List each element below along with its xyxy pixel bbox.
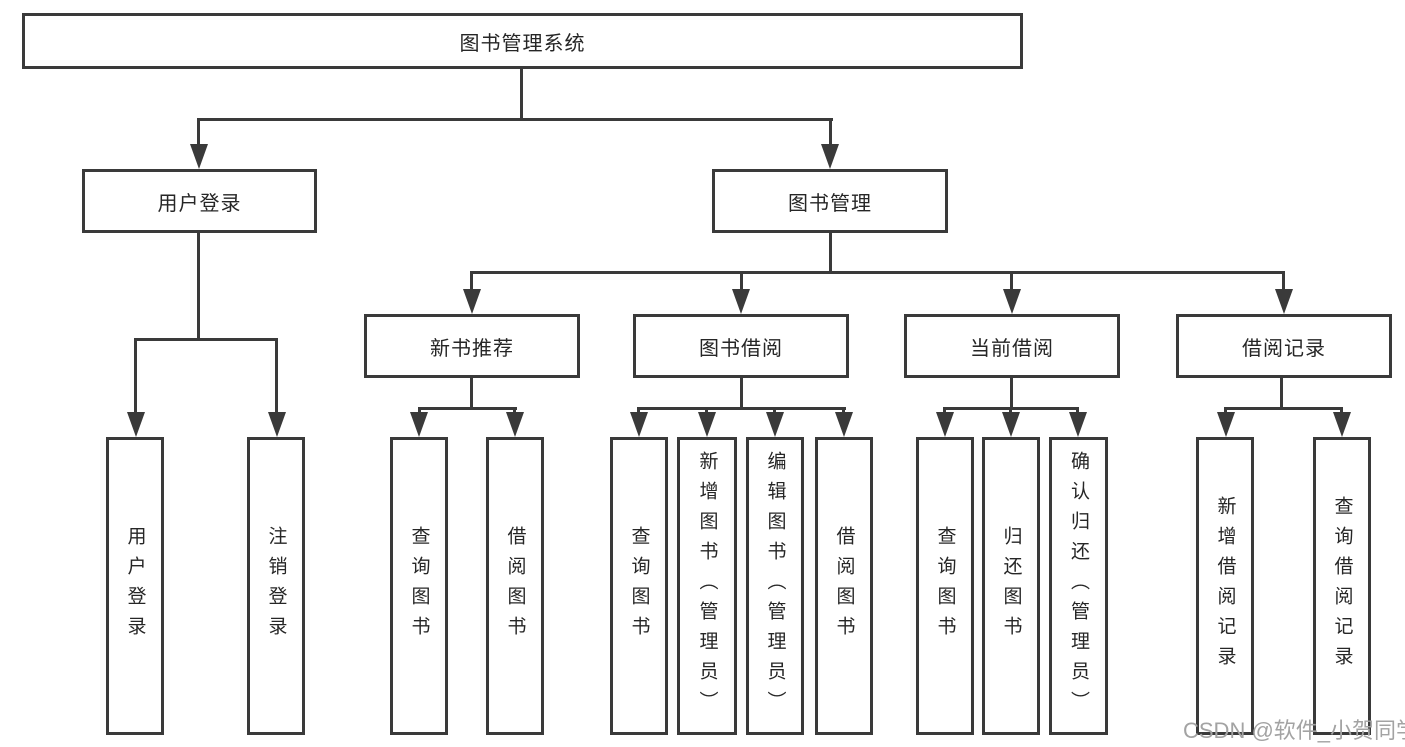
leaf-borrow-add: 新增图书（管理员） (677, 437, 737, 735)
arrow-newbook-leaf2-icon (506, 412, 524, 437)
connector-newbook-horizontal (418, 407, 517, 410)
leaf-logout-label: 注销登录 (265, 526, 287, 646)
node-new-book-rec: 新书推荐 (364, 314, 580, 378)
leaf-current-return-label: 归还图书 (1000, 526, 1022, 646)
arrow-newbook-leaf1-icon (410, 412, 428, 437)
leaf-borrow-borrow: 借阅图书 (815, 437, 873, 735)
node-new-book-rec-label: 新书推荐 (430, 337, 514, 360)
leaf-current-confirm: 确认归还（管理员） (1049, 437, 1108, 735)
node-current-borrow: 当前借阅 (904, 314, 1120, 378)
arrow-records-leaf1-icon (1217, 412, 1235, 437)
connector-userlogin-child2-stub (275, 338, 278, 416)
node-current-borrow-label: 当前借阅 (970, 337, 1054, 360)
arrow-to-borrow-icon (732, 289, 750, 314)
connector-current-stub (1010, 271, 1013, 293)
arrow-to-leaf-logout-icon (268, 412, 286, 437)
leaf-current-confirm-label: 确认归还（管理员） (1068, 451, 1089, 721)
leaf-borrow-borrow-label: 借阅图书 (833, 526, 855, 646)
leaf-logout: 注销登录 (247, 437, 305, 735)
arrow-borrow-leaf3-icon (766, 412, 784, 437)
watermark: CSDN @软件_小贺同学 (1183, 718, 1405, 743)
connector-bookmgmt-down (829, 233, 832, 274)
arrow-current-leaf2-icon (1002, 412, 1020, 437)
connector-newbook-down (470, 378, 473, 409)
connector-userlogin-stub (197, 118, 200, 148)
connector-borrow-stub (740, 271, 743, 293)
arrow-borrow-leaf1-icon (630, 412, 648, 437)
connector-bookmgmt-stub (829, 118, 832, 148)
leaf-borrow-edit: 编辑图书（管理员） (746, 437, 804, 735)
leaf-borrow-query-label: 查询图书 (628, 526, 650, 646)
arrow-current-leaf3-icon (1069, 412, 1087, 437)
node-book-borrow-label: 图书借阅 (699, 337, 783, 360)
leaf-user-login: 用户登录 (106, 437, 164, 735)
connector-newbook-stub (470, 271, 473, 293)
leaf-current-query-label: 查询图书 (934, 526, 956, 646)
connector-records-horizontal (1224, 407, 1343, 410)
node-book-mgmt: 图书管理 (712, 169, 948, 233)
leaf-newbook-query-label: 查询图书 (408, 526, 430, 646)
leaf-user-login-label: 用户登录 (124, 526, 146, 646)
leaf-records-add-label: 新增借阅记录 (1214, 496, 1236, 676)
connector-current-down (1010, 378, 1013, 409)
leaf-newbook-borrow-label: 借阅图书 (504, 526, 526, 646)
leaf-borrow-edit-label: 编辑图书（管理员） (764, 451, 786, 721)
node-book-mgmt-label: 图书管理 (788, 192, 872, 215)
node-borrow-records: 借阅记录 (1176, 314, 1392, 378)
connector-userlogin-horizontal (134, 338, 278, 341)
leaf-records-add: 新增借阅记录 (1196, 437, 1254, 735)
arrow-to-bookmgmt-icon (821, 144, 839, 169)
node-borrow-records-label: 借阅记录 (1242, 337, 1326, 360)
node-root-label: 图书管理系统 (459, 32, 586, 55)
connector-userlogin-down (197, 233, 200, 341)
arrow-to-newbook-icon (463, 289, 481, 314)
leaf-records-query: 查询借阅记录 (1313, 437, 1371, 735)
node-user-login-label: 用户登录 (157, 192, 242, 215)
arrow-to-userlogin-icon (190, 144, 208, 169)
leaf-current-query: 查询图书 (916, 437, 974, 735)
arrow-borrow-leaf4-icon (835, 412, 853, 437)
connector-userlogin-child1-stub (134, 338, 137, 416)
leaf-borrow-add-label: 新增图书（管理员） (696, 451, 718, 721)
connector-borrow-horizontal (637, 407, 846, 410)
connector-level1-horizontal (198, 118, 833, 121)
arrow-current-leaf1-icon (936, 412, 954, 437)
arrow-to-current-icon (1003, 289, 1021, 314)
connector-records-down (1280, 378, 1283, 409)
leaf-newbook-borrow: 借阅图书 (486, 437, 544, 735)
node-user-login: 用户登录 (82, 169, 317, 233)
connector-records-stub (1282, 271, 1285, 293)
connector-root-down (520, 68, 523, 121)
arrow-to-records-icon (1275, 289, 1293, 314)
leaf-records-query-label: 查询借阅记录 (1331, 496, 1353, 676)
arrow-records-leaf2-icon (1333, 412, 1351, 437)
arrow-borrow-leaf2-icon (698, 412, 716, 437)
connector-level2-horizontal (470, 271, 1285, 274)
arrow-to-leaf-login-icon (127, 412, 145, 437)
leaf-newbook-query: 查询图书 (390, 437, 448, 735)
leaf-borrow-query: 查询图书 (610, 437, 668, 735)
node-root: 图书管理系统 (22, 13, 1023, 69)
leaf-current-return: 归还图书 (982, 437, 1040, 735)
node-book-borrow: 图书借阅 (633, 314, 849, 378)
connector-borrow-down (740, 378, 743, 409)
